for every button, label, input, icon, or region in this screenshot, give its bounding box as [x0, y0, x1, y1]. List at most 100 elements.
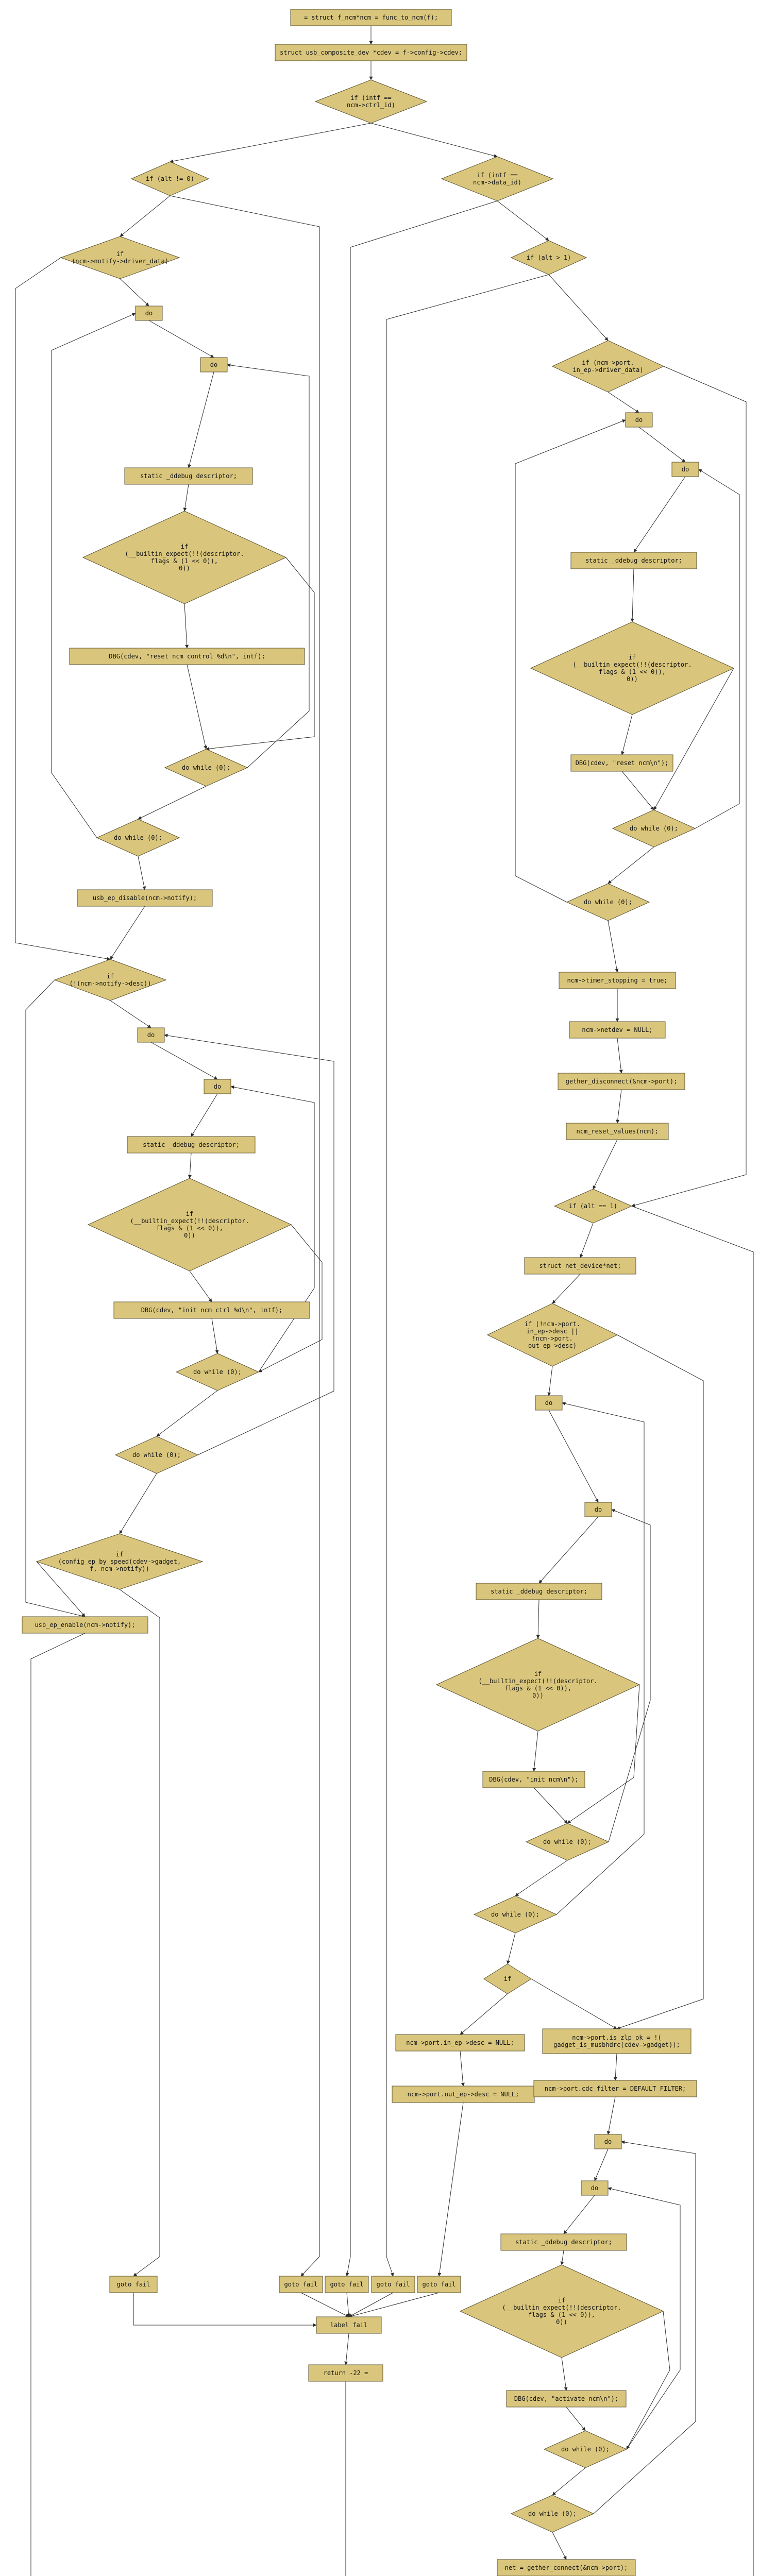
cfg-node-stmt-do[interactable]: do — [200, 357, 228, 372]
cfg-node-stmt-ncm-reset-values[interactable]: ncm_reset_values(ncm); — [566, 1123, 669, 1140]
cfg-node-cond-do-while[interactable]: do while (0); — [114, 1436, 199, 1474]
cfg-node-stmt-func-to-ncm[interactable]: = struct f_ncm*ncm = func_to_ncm(f); — [290, 9, 452, 26]
cfg-node-cond-do-while[interactable]: do while (0); — [510, 2495, 595, 2533]
cfg-node-stmt-usb-ep-enable[interactable]: usb_ep_enable(ncm->notify); — [22, 1616, 148, 1634]
edge-n33-n34 — [608, 920, 619, 973]
node-label: do while (0); — [182, 764, 230, 771]
cfg-node-stmt-ddebug-descriptor[interactable]: static _ddebug descriptor; — [570, 552, 697, 569]
cfg-node-label-fail[interactable]: label fail — [316, 2316, 382, 2334]
node-label: if (alt == 1) — [569, 1202, 617, 1210]
edge-n59-n53 — [593, 2140, 696, 2514]
cfg-node-cond-do-while[interactable]: do while (0); — [473, 1895, 558, 1934]
node-shape — [164, 749, 248, 787]
cfg-node-cond-in-ep-driver-data[interactable]: if (ncm->port.in_ep->driver_data) — [551, 340, 665, 393]
cfg-node-stmt-ddebug-descriptor[interactable]: static _ddebug descriptor; — [476, 1583, 602, 1600]
cfg-node-stmt-ddebug-descriptor[interactable]: static _ddebug descriptor; — [500, 2233, 627, 2251]
cfg-node-stmt-gether-disconnect[interactable]: gether_disconnect(&ncm->port); — [558, 1073, 685, 1090]
cfg-node-stmt-goto-fail[interactable]: goto fail — [371, 2276, 415, 2293]
node-shape — [559, 972, 676, 989]
cfg-node-cond-config-ep-speed-or[interactable]: if — [483, 1963, 532, 1994]
cfg-node-cond-do-while[interactable]: do while (0); — [525, 1823, 610, 1861]
cfg-node-stmt-dbg-reset-ncm-control[interactable]: DBG(cdev, "reset ncm control %d\n", intf… — [69, 648, 305, 665]
node-shape — [570, 552, 697, 569]
cfg-node-stmt-dbg-init-ncm-ctrl[interactable]: DBG(cdev, "init ncm ctrl %d\n", intf); — [113, 1301, 310, 1319]
cfg-node-cond-builtin-expect[interactable]: if(__builtin_expect(!!(descriptor.flags … — [435, 1638, 640, 1732]
cfg-node-stmt-do[interactable]: do — [584, 1502, 612, 1517]
cfg-node-cond-do-while[interactable]: do while (0); — [543, 2430, 628, 2468]
cfg-node-stmt-do[interactable]: do — [535, 1395, 563, 1411]
cfg-node-stmt-do[interactable]: do — [137, 1027, 165, 1043]
node-shape — [558, 1073, 685, 1090]
cfg-node-stmt-do[interactable]: do — [594, 2134, 622, 2149]
cfg-node-cond-notify-desc[interactable]: if(!(ncm->notify->desc)) — [54, 959, 167, 1001]
cfg-node-stmt-dbg-reset-ncm[interactable]: DBG(cdev, "reset ncm\n"); — [570, 754, 673, 772]
cfg-node-stmt-ddebug-descriptor[interactable]: static _ddebug descriptor; — [127, 1136, 256, 1154]
cfg-node-stmt-do[interactable]: do — [581, 2180, 609, 2196]
cfg-node-stmt-goto-fail[interactable]: goto fail — [109, 2276, 158, 2293]
node-shape — [506, 2390, 627, 2408]
cfg-node-cond-ep-desc-null[interactable]: if (!ncm->port.in_ep->desc ||!ncm->port.… — [486, 1303, 618, 1367]
cfg-node-stmt-net-device-decl[interactable]: struct net_device*net; — [524, 1257, 636, 1275]
cfg-node-stmt-dbg-init-ncm[interactable]: DBG(cdev, "init ncm\n"); — [482, 1771, 585, 1788]
cfg-node-cond-do-while[interactable]: do while (0); — [612, 809, 696, 848]
edge-n74-n76 — [345, 2381, 346, 2576]
cfg-node-cond-do-while[interactable]: do while (0); — [175, 1353, 260, 1391]
cfg-node-stmt-cdev-assign[interactable]: struct usb_composite_dev *cdev = f->conf… — [275, 44, 467, 61]
node-label: if(!(ncm->notify->desc)) — [70, 973, 151, 987]
cfg-node-stmt-in-ep-desc-null[interactable]: ncm->port.in_ep->desc = NULL; — [395, 2034, 525, 2052]
node-shape — [308, 2364, 383, 2382]
node-shape — [135, 306, 163, 321]
node-shape — [130, 161, 210, 196]
cfg-node-cond-do-while[interactable]: do while (0); — [566, 883, 650, 921]
cfg-node-cond-alt-ne-0[interactable]: if (alt != 0) — [130, 161, 210, 196]
cfg-node-stmt-do[interactable]: do — [135, 306, 163, 321]
node-shape — [325, 2276, 369, 2293]
node-label: do — [591, 2184, 598, 2192]
cfg-node-stmt-do[interactable]: do — [671, 462, 699, 477]
edge-n56-n58 — [626, 2311, 670, 2450]
cfg-node-stmt-do[interactable]: do — [204, 1079, 231, 1094]
cfg-node-stmt-return-neg-22[interactable]: return -22 = — [308, 2364, 383, 2382]
cfg-node-stmt-out-ep-desc-null[interactable]: ncm->port.out_ep->desc = NULL; — [392, 2086, 535, 2103]
cfg-node-stmt-gether-connect[interactable]: net = gether_connect(&ncm->port); — [497, 2559, 636, 2576]
cfg-node-cond-alt-eq-1[interactable]: if (alt == 1) — [553, 1189, 633, 1224]
cfg-node-stmt-netdev-null[interactable]: ncm->netdev = NULL; — [569, 1021, 666, 1039]
edge-n25-n26 — [548, 274, 609, 341]
node-label: ncm->port.out_ep->desc = NULL; — [408, 2091, 519, 2098]
cfg-node-cond-do-while[interactable]: do while (0); — [96, 819, 180, 857]
node-shape — [392, 2086, 535, 2103]
cfg-node-cond-alt-gt-1[interactable]: if (alt > 1) — [510, 240, 587, 275]
node-shape — [483, 1963, 532, 1994]
cfg-node-cond-notify-driver-data[interactable]: if(ncm->notify->driver_data) — [60, 236, 180, 279]
edge-n47-n48 — [507, 1933, 516, 1964]
cfg-node-cond-intf-eq-ctrl-id[interactable]: if (intf ==ncm->ctrl_id) — [314, 79, 428, 124]
cfg-node-cond-builtin-expect[interactable]: if(__builtin_expect(!!(descriptor.flags … — [87, 1178, 292, 1272]
node-shape — [671, 462, 699, 477]
node-label: static _ddebug descriptor; — [515, 2239, 612, 2246]
node-shape — [87, 1178, 292, 1272]
cfg-node-cond-builtin-expect[interactable]: if(__builtin_expect(!!(descriptor.flags … — [459, 2264, 664, 2358]
edge-n20-n16 — [230, 1085, 315, 1372]
cfg-node-stmt-do[interactable]: do — [625, 412, 653, 428]
edge-n5-n6 — [120, 278, 149, 307]
cfg-node-cond-do-while[interactable]: do while (0); — [164, 749, 248, 787]
cfg-node-stmt-cdc-filter[interactable]: ncm->port.cdc_filter = DEFAULT_FILTER; — [533, 2080, 697, 2097]
node-shape — [473, 1895, 558, 1934]
cfg-node-stmt-goto-fail[interactable]: goto fail — [417, 2276, 461, 2293]
edge-n37-n38 — [593, 1139, 618, 1190]
cfg-node-stmt-is-zlp-ok[interactable]: ncm->port.is_zlp_ok = !(gadget_is_musbhd… — [542, 2028, 691, 2054]
cfg-node-stmt-timer-stopping-true[interactable]: ncm->timer_stopping = true; — [559, 972, 676, 989]
cfg-node-cond-intf-eq-data-id[interactable]: if (intf ==ncm->data_id) — [441, 156, 554, 201]
cfg-node-stmt-goto-fail[interactable]: goto fail — [279, 2276, 323, 2293]
cfg-node-stmt-usb-ep-disable[interactable]: usb_ep_disable(ncm->notify); — [77, 889, 213, 907]
node-shape — [54, 959, 167, 1001]
edge-n26-n38 — [631, 366, 747, 1207]
cfg-node-cond-config-ep-by-speed[interactable]: if(config_ep_by_speed(cdev->gadget,f, nc… — [36, 1533, 204, 1590]
edge-n13-n14 — [110, 906, 145, 960]
cfg-node-stmt-ddebug-descriptor[interactable]: static _ddebug descriptor; — [124, 467, 253, 485]
cfg-node-cond-builtin-expect[interactable]: if(__builtin_expect(!!(descriptor.flags … — [82, 511, 287, 604]
node-shape — [60, 236, 180, 279]
cfg-node-stmt-dbg-activate-ncm[interactable]: DBG(cdev, "activate ncm\n"); — [506, 2390, 627, 2408]
cfg-node-stmt-goto-fail[interactable]: goto fail — [325, 2276, 369, 2293]
cfg-node-cond-builtin-expect[interactable]: if(__builtin_expect(!!(descriptor.flags … — [530, 621, 735, 715]
